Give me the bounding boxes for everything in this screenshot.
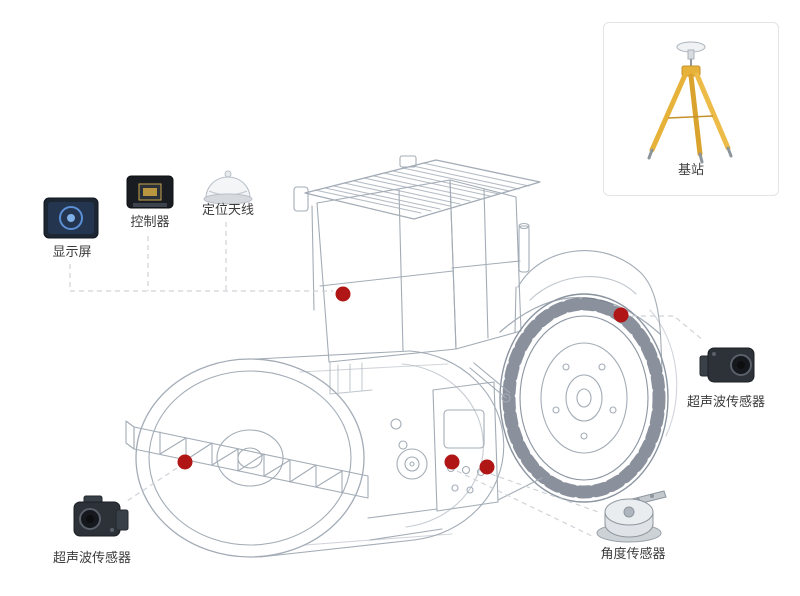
angle-sensor-icon — [596, 490, 667, 543]
ultrasonic-sensor-left-icon — [73, 495, 129, 537]
rear-wheel — [499, 293, 678, 503]
sensor-marker — [479, 459, 495, 475]
positioning-antenna-label: 定位天线 — [201, 202, 254, 217]
display-label: 显示屏 — [52, 244, 92, 259]
sensor-marker — [613, 307, 629, 323]
ultrasonic-sensor-left-label: 超声波传感器 — [52, 550, 131, 565]
tripod-icon — [647, 41, 733, 164]
ultrasonic-sensor-right-label: 超声波传感器 — [686, 394, 765, 409]
base-station-label: 基站 — [677, 162, 704, 177]
connector-lines — [69, 222, 705, 537]
sensor-marker — [177, 454, 193, 470]
sensor-markers — [177, 286, 629, 475]
scraper-bar — [125, 420, 369, 499]
machine-illustration — [125, 155, 678, 558]
drum-roller — [135, 350, 505, 558]
cab-body — [293, 179, 522, 395]
center-frame — [367, 362, 543, 541]
controller-icon — [126, 175, 174, 209]
engine-hood — [514, 222, 663, 373]
ultrasonic-sensor-right-icon — [699, 347, 755, 383]
sensor-marker — [335, 286, 351, 302]
display-icon — [43, 197, 99, 239]
sensor-marker — [444, 454, 460, 470]
controller-label: 控制器 — [130, 214, 170, 229]
cab-roof — [304, 155, 541, 220]
antenna-icon — [203, 170, 253, 205]
angle-sensor-label: 角度传感器 — [600, 546, 666, 561]
